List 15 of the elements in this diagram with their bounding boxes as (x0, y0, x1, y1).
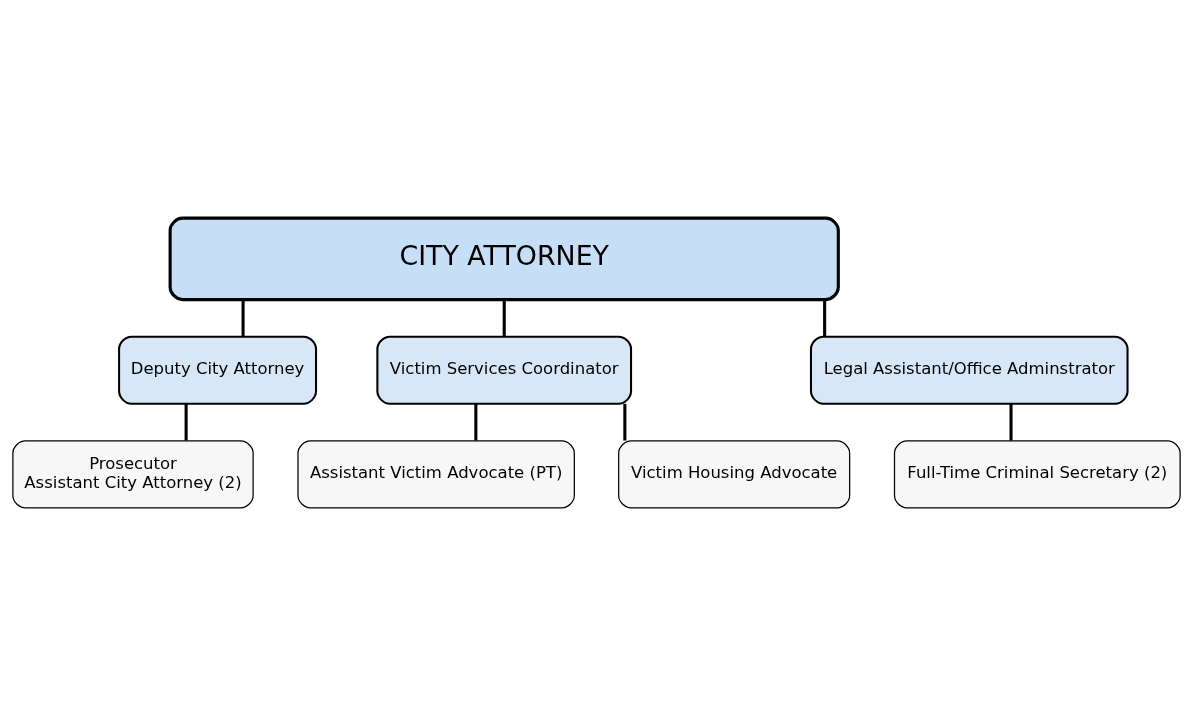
connector (474, 403, 478, 441)
connector (823, 299, 827, 337)
connector (241, 299, 245, 337)
node-box: Victim Housing Advocate (618, 439, 851, 508)
connector (623, 403, 627, 441)
node-box: Full-Time Criminal Secretary (2) (893, 439, 1181, 508)
node-box: Assistant Victim Advocate (PT) (297, 439, 575, 508)
node-box: CITY ATTORNEY (168, 216, 840, 301)
node-box: Victim Services Coordinator (376, 335, 633, 405)
connector (184, 403, 188, 441)
node-box: Deputy City Attorney (118, 335, 318, 405)
node-box: Legal Assistant/Office Adminstrator (809, 335, 1129, 405)
connector (502, 299, 506, 337)
node-box: Prosecutor Assistant City Attorney (2) (12, 439, 254, 508)
connector (1009, 403, 1013, 441)
